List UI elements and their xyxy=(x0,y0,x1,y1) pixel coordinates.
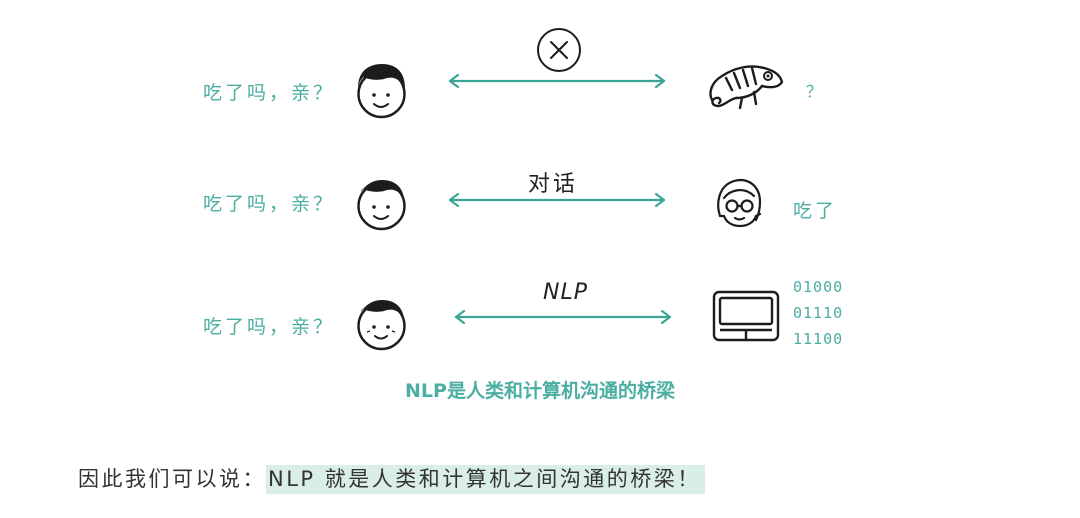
relation-label-nlp: NLP xyxy=(543,280,588,305)
summary-sentence: 因此我们可以说：NLP 就是人类和计算机之间沟通的桥梁！ xyxy=(78,463,705,494)
row1-message: 吃了吗，亲？ xyxy=(203,82,336,104)
two-way-arrow xyxy=(448,73,666,89)
row2-message: 吃了吗，亲？ xyxy=(203,193,336,215)
row3-message: 吃了吗，亲？ xyxy=(203,316,336,338)
person-face-icon xyxy=(357,300,406,351)
computer-icon xyxy=(712,290,780,342)
two-way-arrow xyxy=(448,192,666,208)
chameleon-icon xyxy=(709,65,784,110)
person-face-icon xyxy=(357,64,406,119)
binary-line: 11100 xyxy=(793,330,844,348)
row1-reply: ？ xyxy=(806,82,826,101)
binary-line: 01000 xyxy=(793,278,844,296)
relation-label-dialogue: 对话 xyxy=(528,172,579,197)
woman-with-glasses-icon xyxy=(717,178,762,228)
row2-reply: 吃了 xyxy=(793,200,838,222)
two-way-arrow xyxy=(454,309,672,325)
diagram-caption: NLP是人类和计算机沟通的桥梁 xyxy=(405,380,675,402)
cross-circle-icon xyxy=(537,28,581,72)
binary-line: 01110 xyxy=(793,304,844,322)
binary-code: 01000 01110 11100 xyxy=(793,274,843,352)
summary-highlight: NLP 就是人类和计算机之间沟通的桥梁！ xyxy=(266,465,705,494)
summary-prefix: 因此我们可以说： xyxy=(78,467,266,491)
person-face-icon xyxy=(357,180,406,231)
